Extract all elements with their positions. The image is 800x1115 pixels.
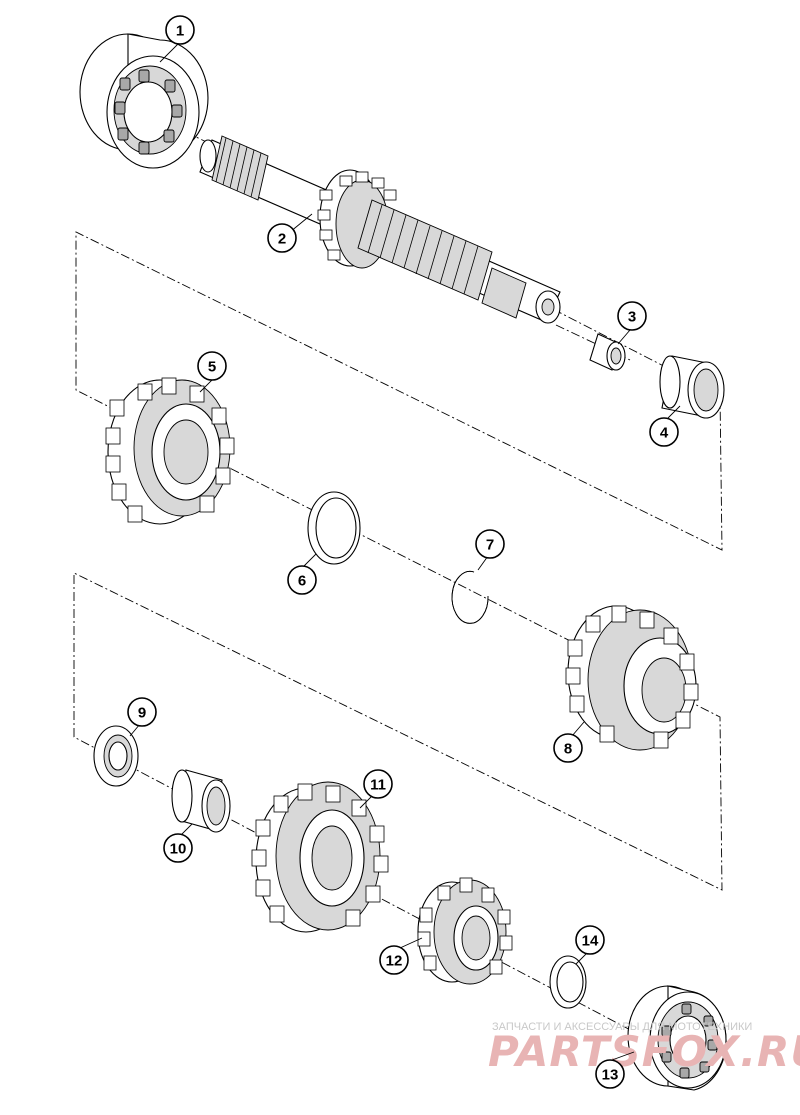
- bearing-rollers: [114, 69, 183, 155]
- part-13-bearing: [627, 985, 727, 1091]
- callout-5-label: 5: [208, 359, 216, 376]
- bearing-13-rollers: [661, 1003, 718, 1079]
- shaft-gear-teeth: [317, 171, 397, 261]
- callout-14-label: 14: [582, 933, 599, 950]
- callout-10-label: 10: [170, 841, 187, 858]
- watermark-tagline: ЗАПЧАСТИ И АКСЕССУАРЫ ДЛЯ МОТОТЕХНИКИ: [492, 1021, 752, 1033]
- callout-8: 8: [553, 733, 583, 763]
- left-splines: [215, 137, 262, 198]
- watermark-brand: PARTSFOX.RU: [488, 1027, 800, 1076]
- gear-5-teeth: [105, 377, 235, 523]
- gear-11-teeth: [251, 783, 389, 927]
- part-9-splined-washer: [93, 725, 139, 787]
- gear-8-teeth: [565, 605, 699, 749]
- part-6-washer: [307, 491, 361, 565]
- part-7-circlip: [451, 570, 489, 624]
- part-11-gear: [251, 781, 389, 933]
- callout-3: 3: [617, 301, 647, 331]
- part-4-sleeve: [659, 355, 725, 419]
- callout-6: 6: [287, 565, 317, 595]
- callout-1-label: 1: [176, 23, 184, 40]
- part-3-bushing: [589, 333, 626, 371]
- watermark: ЗАПЧАСТИ И АКСЕССУАРЫ ДЛЯ МОТОТЕХНИКИ PA…: [488, 1021, 800, 1076]
- callout-9-label: 9: [138, 705, 146, 722]
- callout-12: 12: [379, 945, 409, 975]
- callout-10: 10: [163, 833, 193, 863]
- gear-12-teeth: [417, 877, 513, 975]
- callout-6-label: 6: [298, 573, 306, 590]
- callout-5: 5: [197, 351, 227, 381]
- callout-3-label: 3: [628, 309, 636, 326]
- part-5-gear: [105, 377, 235, 525]
- leader-lines: [129, 43, 681, 1061]
- callout-8-label: 8: [564, 741, 572, 758]
- callout-12-label: 12: [386, 953, 403, 970]
- part-2-shaft: [199, 135, 561, 324]
- part-8-gear: [565, 605, 699, 751]
- part-14-washer: [549, 955, 587, 1009]
- callout-1: 1: [165, 15, 195, 45]
- callout-13-label: 13: [602, 1067, 619, 1084]
- callout-13: 13: [595, 1059, 625, 1089]
- callout-4-label: 4: [660, 425, 669, 442]
- callout-7: 7: [475, 529, 505, 559]
- part-12-gear: [417, 877, 513, 985]
- callout-9: 9: [127, 697, 157, 727]
- callout-11-label: 11: [370, 777, 386, 794]
- part-10-bushing: [171, 769, 231, 833]
- part-1-bearing: [79, 33, 209, 169]
- callout-7-label: 7: [486, 537, 494, 554]
- callout-2: 2: [267, 223, 297, 253]
- callout-2-label: 2: [278, 231, 286, 248]
- callout-11: 11: [363, 769, 393, 799]
- callout-4: 4: [649, 417, 679, 447]
- middle-splines: [367, 204, 479, 295]
- callout-14: 14: [575, 925, 605, 955]
